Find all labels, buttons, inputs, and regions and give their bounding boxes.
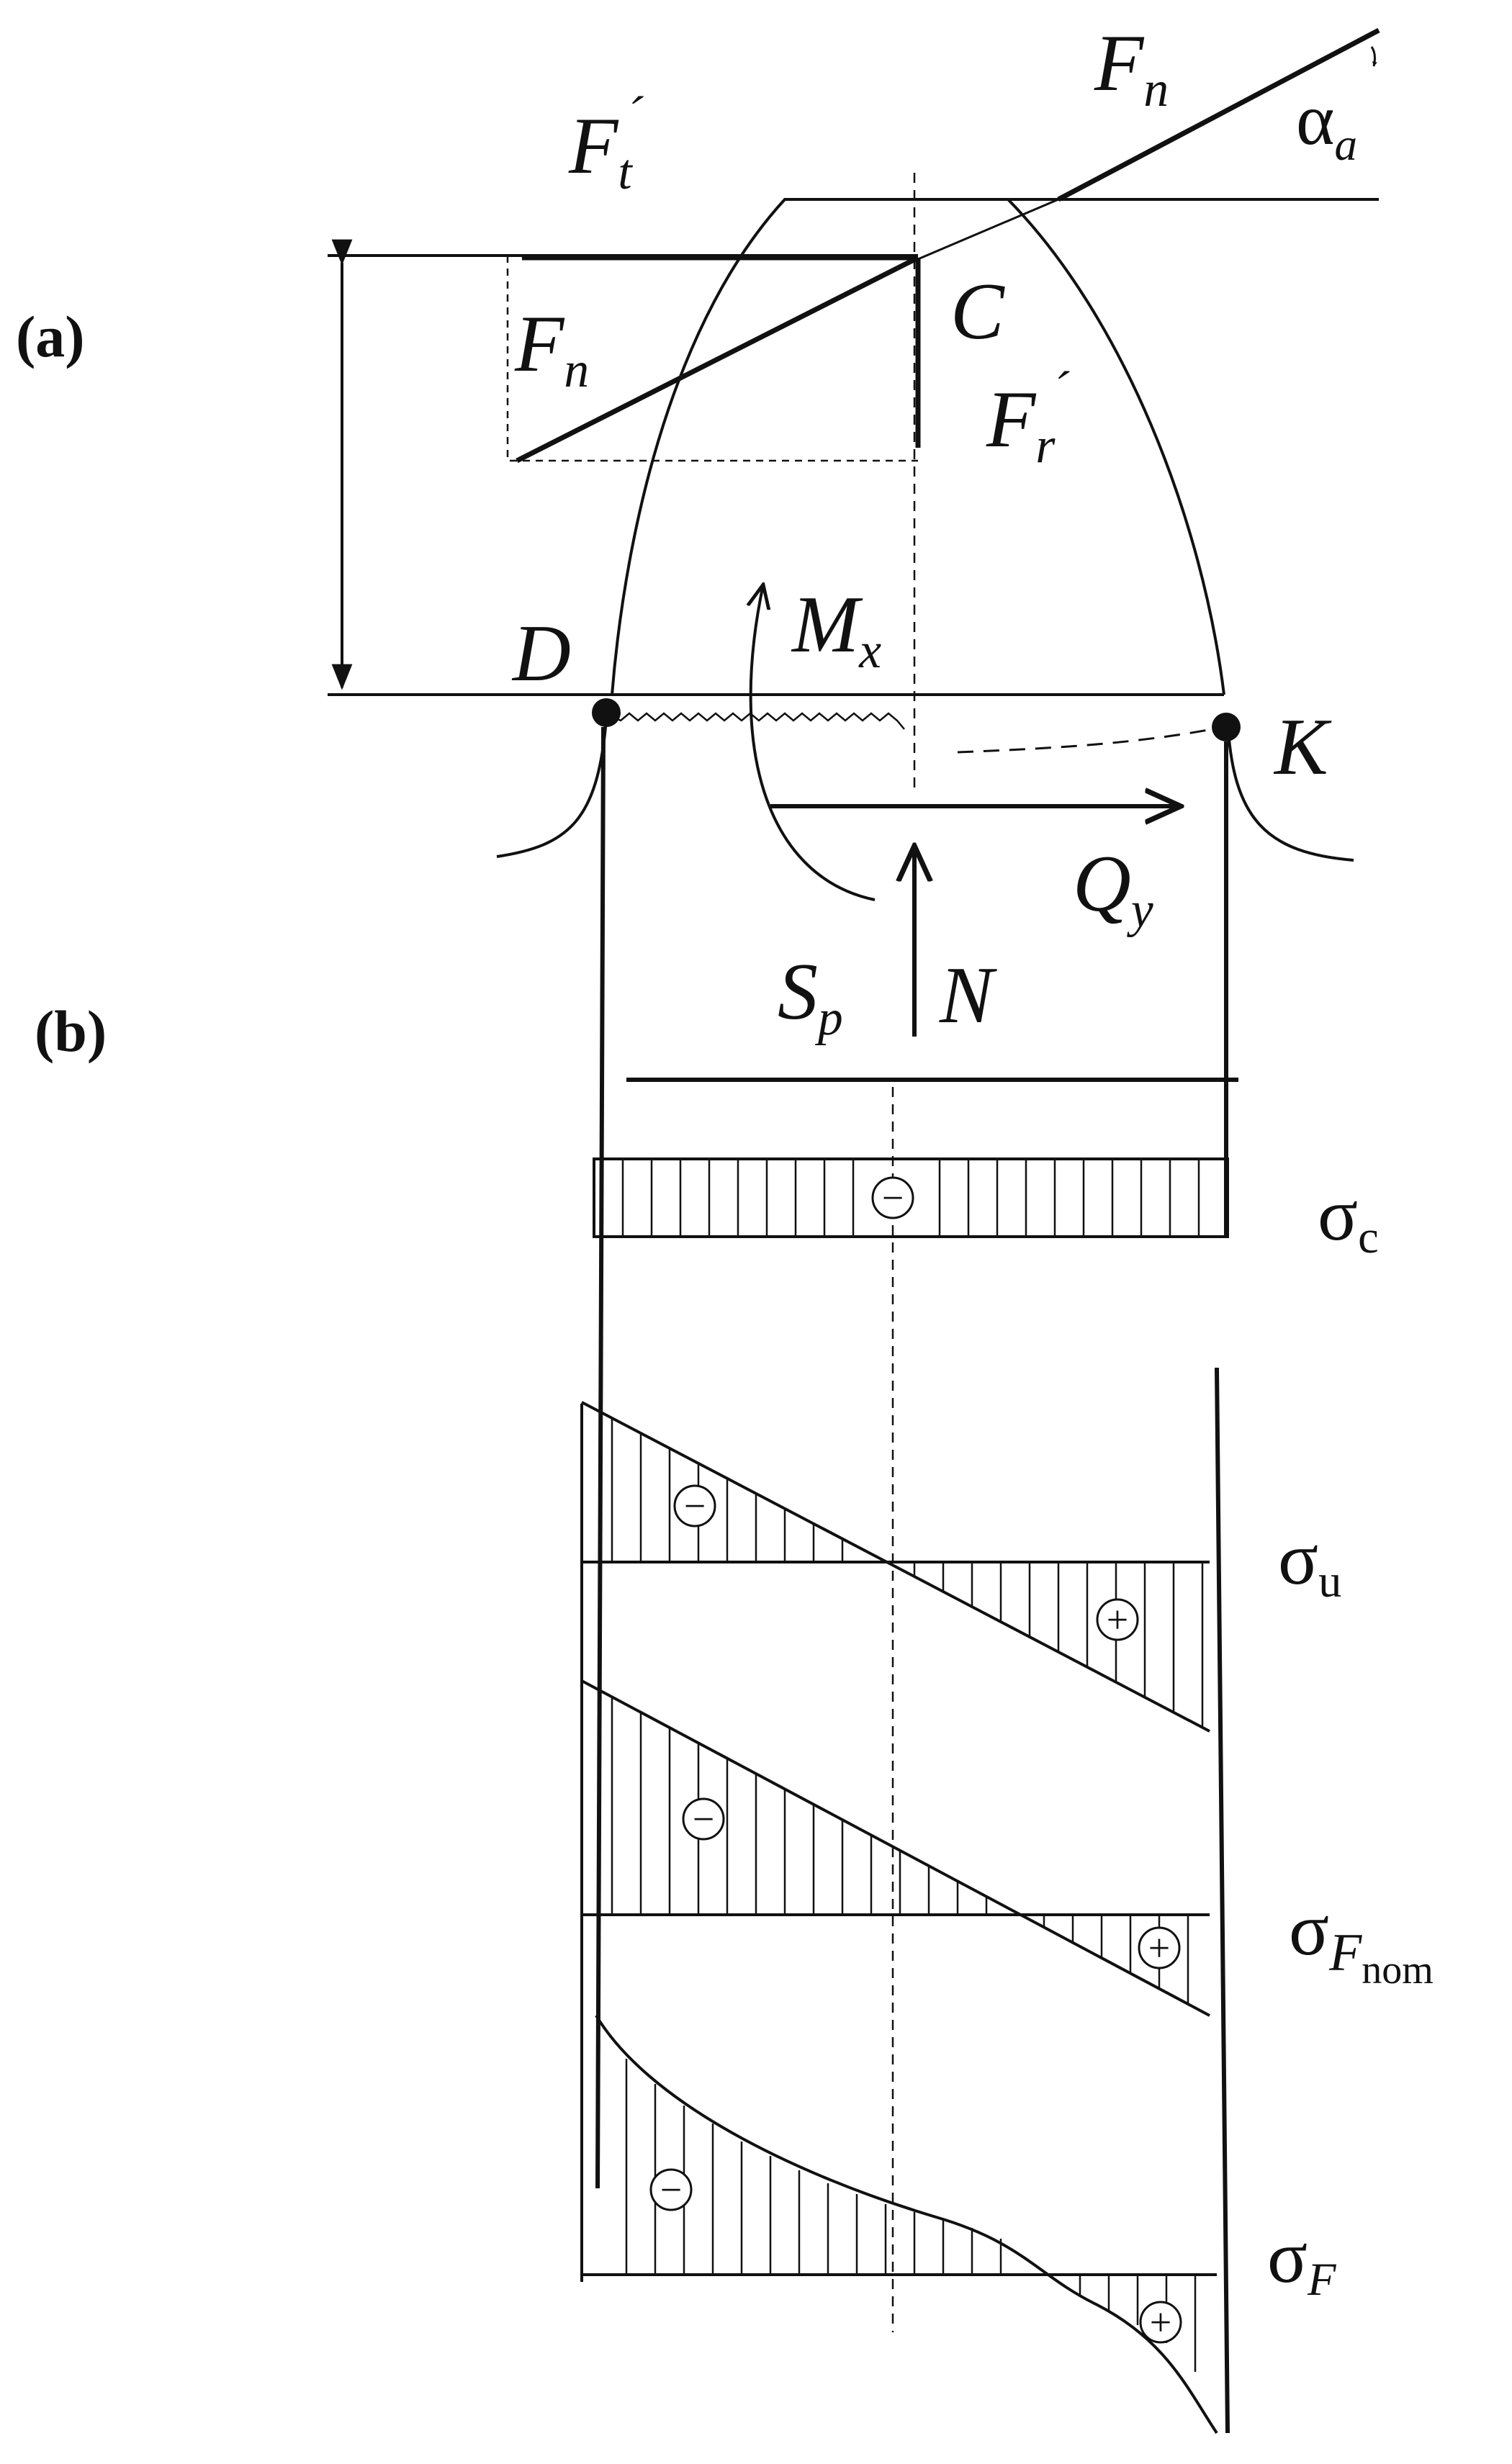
sigma-c-minus-sign: − [882,1176,904,1219]
left-root-fillet [496,719,608,858]
mx-label: Mx [791,580,881,679]
crack-line-dashed [957,726,1225,754]
crack-line [611,712,905,730]
point-k-label: K [1273,703,1332,792]
line-of-action [917,198,1059,261]
fn-label: Fn [514,299,589,398]
sp-label: Sp [778,947,843,1046]
tooth-force-diagram: (a) Fn αa Ft´ Fn C Fr´ D Mx K Qy Sp N [16,19,1380,2189]
force-parallelogram [506,256,918,462]
panel-a-label: (a) [16,304,85,369]
ft-prime-label: Ft´ [568,87,644,200]
sigma-fnom-minus-sign: − [693,1797,714,1841]
actual-stress-diagram: − + [582,2014,1218,2434]
sigma-fnom-label: σFnom [1289,1888,1434,1993]
sigma-f-label: σF [1267,2216,1336,2305]
point-d-label: D [511,609,571,698]
point-c-label: C [950,267,1005,356]
point-k-marker [1212,713,1241,741]
qy-label: Qy [1073,839,1153,938]
normal-force-arrow [516,255,919,464]
alpha-a-label: αa [1296,79,1357,170]
fr-prime-label: Fr´ [986,362,1070,474]
point-d-marker [592,698,621,727]
bending-stress-diagram: − + [581,1401,1210,1733]
compressive-stress-block: − [593,1157,1229,1238]
sigma-u-label: σu [1278,1517,1341,1607]
tooth-profile [611,198,1225,695]
pressure-angle-arc [1370,46,1377,67]
sigma-fnom-plus-sign: + [1148,1926,1170,1969]
normal-force-arrow-top [1057,27,1380,202]
sigma-u-minus-sign: − [684,1484,706,1527]
stress-distribution-diagrams: (b) − σc [35,998,1434,2434]
sigma-u-plus-sign: + [1107,1598,1128,1641]
bending-moment-arrow [751,585,876,901]
n-label: N [939,951,997,1040]
sigma-f-minus-sign: − [660,2168,682,2211]
sigma-f-plus-sign: + [1150,2301,1171,2344]
sigma-c-label: σc [1318,1173,1379,1263]
left-section-boundary [595,726,606,2189]
panel-b-label: (b) [35,998,107,1064]
nominal-stress-diagram: − + [581,1679,1210,2017]
fn-top-label: Fn [1094,19,1169,117]
right-root-fillet [1226,719,1354,862]
lower-right-boundary [1215,1367,1230,2434]
